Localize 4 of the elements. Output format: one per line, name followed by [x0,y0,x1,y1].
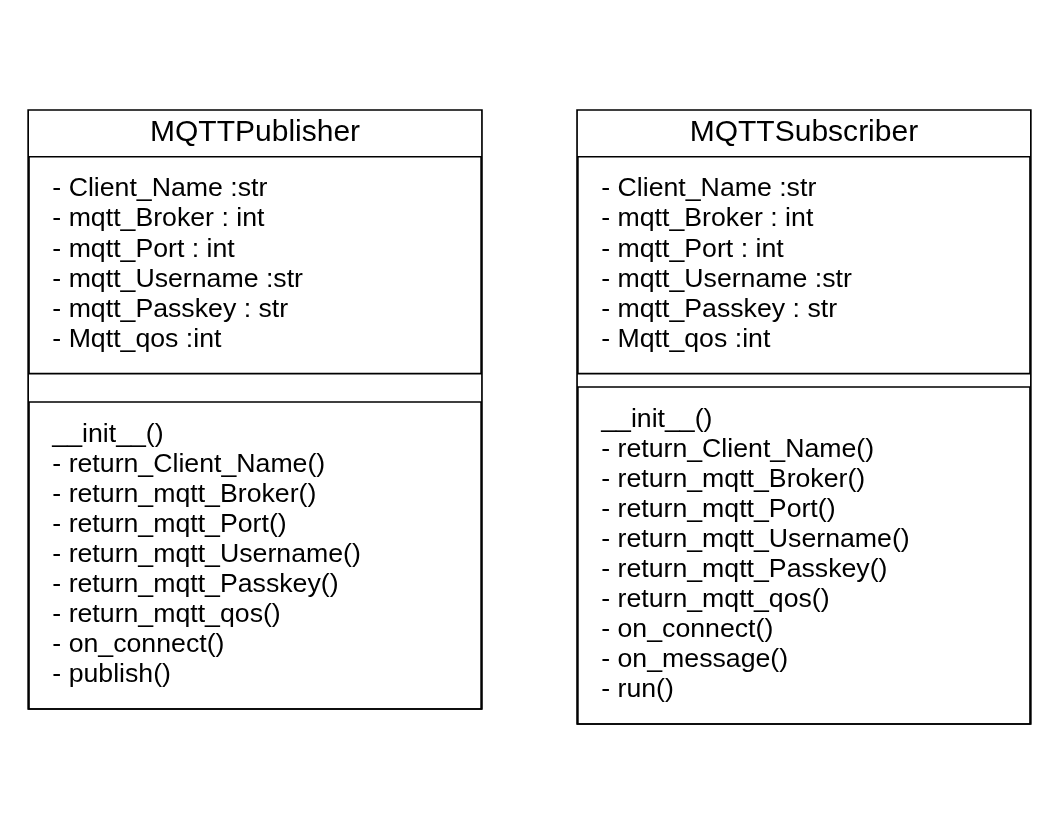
node-box: __init__() - return_Client_Name() - return_mqtt_Broker() - return_mqtt_Port() - return_mqtt_Username() - return_mqtt_Passkey() - return_mqtt_qos() - on_connect() - publish() [28,400,482,710]
node-box: __init__() - return_Client_Name() - return_mqtt_Broker() - return_mqtt_Port() - return_mqtt_Username() - return_mqtt_Passkey() - return_mqtt_qos() - on_connect() - on_message() - run() [577,385,1031,725]
node-box: - Client_Name :str - mqtt_Broker : int - mqtt_Port : int - mqtt_Username :str - mqtt_Passkey : str - Mqtt_qos :int [28,155,482,374]
node-box: - Client_Name :str - mqtt_Broker : int - mqtt_Port : int - mqtt_Username :str - mqtt_Passkey : str - Mqtt_qos :int [577,155,1031,374]
